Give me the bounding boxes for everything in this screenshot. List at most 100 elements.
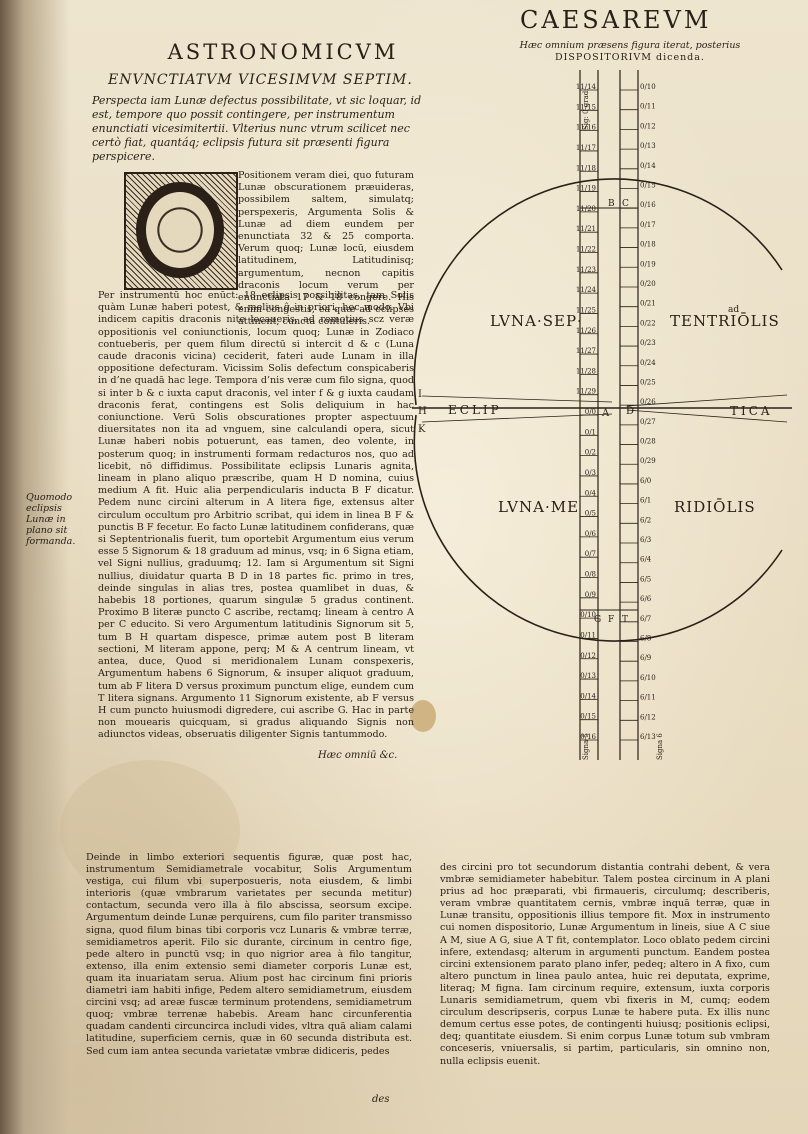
scale-tick-label: 11/22 xyxy=(576,246,596,254)
scale-tick-label: 0/9 xyxy=(585,591,596,599)
scale-tick-label: 6/6 xyxy=(640,595,652,603)
scale-tick-label: 11/25 xyxy=(576,306,596,314)
scale-tick-label: 0/15 xyxy=(580,713,596,721)
scale-tick-label: 11/15 xyxy=(576,103,596,111)
closing-phrase: Hæc omniū &c. xyxy=(318,750,398,761)
scale-tick-label: 11/29 xyxy=(576,388,596,396)
decorated-initial-icon xyxy=(124,172,238,290)
scale-tick-label: 11/21 xyxy=(576,225,596,233)
scale-tick-label: 0/20 xyxy=(640,280,656,288)
scale-tick-label: 0/13 xyxy=(580,672,596,680)
letter-G: G xyxy=(594,615,601,625)
letter-C: C xyxy=(622,199,629,209)
scale-tick-label: 0/11 xyxy=(640,103,656,111)
circle-arc-upper xyxy=(413,178,783,406)
label-luna-me: LVNA·ME xyxy=(498,498,579,516)
scale-tick-label: 0/12 xyxy=(640,122,656,130)
scale-tick-label: 0/23 xyxy=(640,339,656,347)
scale-tick-label: 0/5 xyxy=(585,510,596,518)
ecliptic-line-upper xyxy=(421,395,613,403)
scale-tick-label: 0/10 xyxy=(580,611,596,619)
scale-tick-label: 11/23 xyxy=(576,266,596,274)
scale-tick-label: 6/11 xyxy=(640,694,656,702)
scale-tick-label: 0/12 xyxy=(580,652,596,660)
scale-tick-label: 0/25 xyxy=(640,378,656,386)
intro-paragraph: Perspecta iam Lunæ defectus possibilitat… xyxy=(92,94,422,163)
scale-tick-label: 0/0 xyxy=(585,408,596,416)
scale-tick-label: 0/14 xyxy=(580,692,596,700)
scale-tick-label: 6/4 xyxy=(640,556,652,564)
letter-I: I xyxy=(418,389,422,400)
ink-stain xyxy=(410,700,436,732)
scale-tick-label: 11/18 xyxy=(576,164,596,172)
scale-tick-label: 0/13 xyxy=(640,142,656,150)
letter-H: H xyxy=(418,406,427,417)
scale-tick-label: 0/18 xyxy=(640,241,656,249)
scale-tick-label: 0/28 xyxy=(640,438,656,446)
letter-B: B xyxy=(608,199,615,209)
scale-tick-label: 6/12 xyxy=(640,713,656,721)
bottom-text-right: des circini pro tot secundorum distantia… xyxy=(440,862,770,1067)
label-tentrio: TENTRIŌLIS xyxy=(670,312,780,330)
letter-K: K xyxy=(418,424,426,435)
catchword: des xyxy=(372,1094,390,1105)
figure-caption-line: Hæc omnium præsens figura iterat, poster… xyxy=(519,40,741,51)
body-text-main: Per instrumentū hoc enūct: 18 eclipsis p… xyxy=(98,290,414,741)
paper-stain xyxy=(60,760,240,900)
scale-tick-label: 0/26 xyxy=(640,398,656,406)
margin-note: Quomodo eclipsis Lunæ in plano sit forma… xyxy=(26,492,76,547)
scale-tick-label: 11/27 xyxy=(576,347,596,355)
bottom-text-left: Deinde in limbo exteriori sequentis figu… xyxy=(86,852,412,1057)
label-luna-sep: LVNA·SEP· xyxy=(490,312,583,330)
scale-ticks-left: 11/1411/1511/1611/1711/1811/1911/2011/21… xyxy=(576,83,598,741)
scale-tick-label: 11/28 xyxy=(576,367,596,375)
scale-tick-label: 6/1 xyxy=(640,497,651,505)
scale-tick-label: 0/16 xyxy=(580,733,596,741)
scale-left-bottom-label: Signa 5 xyxy=(582,733,590,760)
scale-tick-label: 0/24 xyxy=(640,359,656,367)
page-gutter xyxy=(0,0,70,1134)
scale-tick-label: 0/7 xyxy=(585,550,596,558)
scale-tick-label: 0/3 xyxy=(585,469,596,477)
scale-tick-label: 6/9 xyxy=(640,654,651,662)
scale-tick-label: 0/17 xyxy=(640,221,656,229)
scale-tick-label: 0/22 xyxy=(640,319,656,327)
letter-F: F xyxy=(608,615,614,625)
circle-arc-lower xyxy=(413,414,783,642)
scale-ticks-right: 0/100/110/120/130/140/150/160/170/180/19… xyxy=(620,83,656,741)
scale-tick-label: 11/14 xyxy=(576,83,597,91)
letter-T: T xyxy=(622,615,628,625)
running-title-right: CAESAREVM xyxy=(520,6,712,34)
scale-tick-label: 0/14 xyxy=(640,162,656,170)
scale-tick-label: 0/10 xyxy=(640,83,656,91)
scale-tick-label: 0/15 xyxy=(640,181,656,189)
scale-tick-label: 6/13 xyxy=(640,733,656,741)
scale-tick-label: 0/29 xyxy=(640,457,656,465)
scale-tick-label: 0/11 xyxy=(580,631,596,639)
scale-right-bottom-label: Signa 6 xyxy=(656,733,664,760)
scale-tick-label: 0/1 xyxy=(585,428,596,436)
running-title-left: ASTRONOMICVM xyxy=(167,40,399,64)
scale-tick-label: 0/8 xyxy=(585,571,596,579)
scale-left-label: Sig: 0 grad: xyxy=(582,88,590,130)
scale-tick-label: 11/16 xyxy=(576,124,597,132)
scale-tick-label: 6/3 xyxy=(640,536,651,544)
scale-tick-label: 6/2 xyxy=(640,516,651,524)
label-tica: TICA xyxy=(730,404,773,418)
letter-ad: ad xyxy=(728,305,739,315)
figure-caption-subline: DISPOSITORIVM dicenda. xyxy=(555,52,705,63)
label-ridio: RIDIŌLIS xyxy=(674,498,756,516)
initial-ring-icon xyxy=(136,182,224,278)
scale-tick-label: 6/8 xyxy=(640,635,651,643)
scale-tick-label: 0/2 xyxy=(585,449,596,457)
scale-tick-label: 11/26 xyxy=(576,327,597,335)
scale-tick-label: 6/5 xyxy=(640,575,651,583)
scale-tick-label: 0/6 xyxy=(585,530,597,538)
ecliptic-line-right-upper xyxy=(626,394,788,407)
label-eclip: ECLIP xyxy=(448,403,502,417)
scale-tick-label: 11/17 xyxy=(576,144,596,152)
ecliptic-line-right-lower xyxy=(626,409,788,423)
scale-tick-label: 0/19 xyxy=(640,260,656,268)
scale-tick-label: 0/4 xyxy=(585,489,597,497)
